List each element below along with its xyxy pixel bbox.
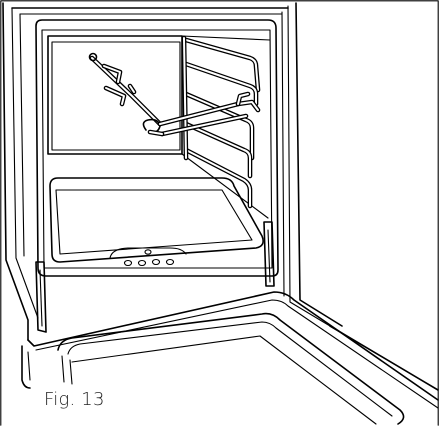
oven-door xyxy=(21,291,439,425)
rotisserie-spit xyxy=(88,52,261,137)
door-hinges xyxy=(35,221,275,333)
oven-floor xyxy=(49,177,264,267)
figure-caption: Fig. 13 xyxy=(44,389,105,410)
oven-cavity xyxy=(35,19,279,277)
oven-body xyxy=(2,2,343,341)
shelf-rails xyxy=(181,35,261,209)
